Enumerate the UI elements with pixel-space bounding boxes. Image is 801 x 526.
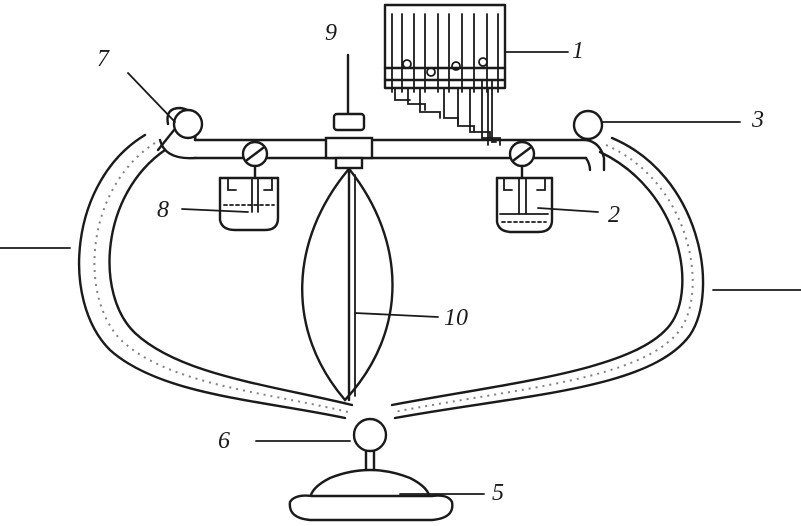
label-8: 8 bbox=[157, 197, 169, 223]
label-9: 9 bbox=[325, 20, 337, 46]
label-7: 7 bbox=[97, 46, 110, 72]
leader-lines bbox=[0, 51, 801, 495]
label-1: 1 bbox=[572, 38, 584, 64]
flowmeter-bank bbox=[383, 3, 507, 146]
label-10: 10 bbox=[444, 305, 468, 331]
left-corrugated-hose bbox=[77, 133, 354, 420]
label-5: 5 bbox=[492, 480, 504, 506]
label-2: 2 bbox=[608, 202, 620, 228]
right-corrugated-hose bbox=[390, 136, 705, 420]
right-elbow-connector bbox=[572, 109, 606, 172]
left-elbow-connector bbox=[156, 106, 204, 160]
right-humidifier-vessel bbox=[495, 140, 554, 234]
central-valve bbox=[324, 53, 374, 170]
left-humidifier-vessel bbox=[218, 140, 280, 232]
label-6: 6 bbox=[218, 428, 230, 454]
face-mask bbox=[288, 468, 454, 522]
y-piece-connector bbox=[352, 417, 388, 472]
reservoir-bag bbox=[301, 168, 394, 402]
label-3: 3 bbox=[751, 107, 764, 133]
